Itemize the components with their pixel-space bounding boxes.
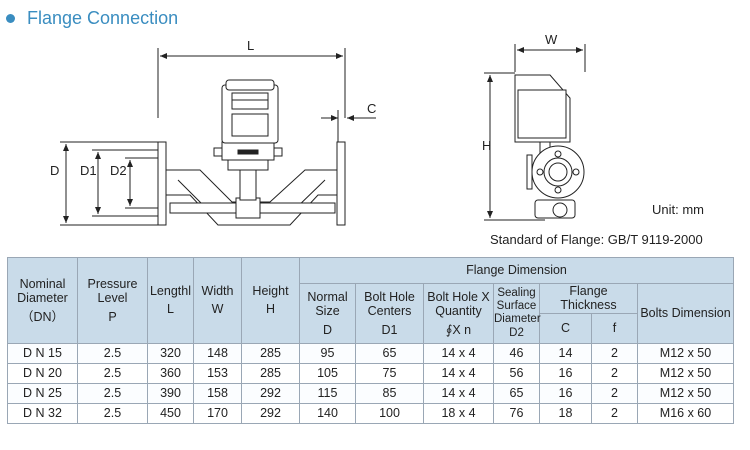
flange-spec-table: Nominal Diameter （DN） Pressure Level P L… [7, 257, 735, 424]
col-normal-size: Normal Size D [299, 283, 356, 344]
flange-standard-note: Standard of Flange: GB/T 9119-2000 [490, 232, 703, 247]
col-flange-f: f [591, 312, 638, 344]
dimension-drawings: L C D D1 D2 W H [50, 32, 586, 226]
section-title: Flange Connection [27, 8, 179, 28]
table-row: D N 15 2.5 320 148 285 95 65 14 x 4 46 1… [7, 342, 735, 364]
unit-note: Unit: mm [652, 202, 704, 217]
label-D2: D2 [110, 163, 127, 178]
col-flange-thickness: Flange Thickness [539, 283, 638, 314]
table-row: D N 32 2.5 450 170 292 140 100 18 x 4 76… [7, 402, 735, 424]
col-flange-c: C [539, 312, 592, 344]
col-sealing-surface: Sealing Surface Diameter D2 [493, 283, 541, 344]
col-nominal-diameter: Nominal Diameter （DN） [7, 257, 78, 344]
col-height: Height H [241, 257, 300, 344]
col-group-flange-dimension: Flange Dimension [298, 257, 735, 284]
col-pressure-level: Pressure Level P [77, 257, 148, 344]
col-width: Width W [193, 257, 242, 344]
table-row: D N 25 2.5 390 158 292 115 85 14 x 4 65 … [7, 382, 735, 404]
col-length: Lengthl L [147, 257, 194, 344]
table-row: D N 20 2.5 360 153 285 105 75 14 x 4 56 … [7, 362, 735, 384]
bullet-icon [6, 14, 15, 23]
col-bolt-hole-quantity: Bolt Hole X Quantity ∮X n [423, 283, 494, 344]
side-view-drawing [484, 44, 586, 221]
label-D: D [50, 163, 59, 178]
label-H: H [482, 138, 491, 153]
label-D1: D1 [80, 163, 97, 178]
front-view-drawing [60, 48, 376, 226]
col-bolts-dimension: Bolts Dimension [636, 283, 735, 344]
label-W: W [545, 32, 558, 47]
label-L: L [247, 38, 254, 53]
section-heading: Flange Connection [6, 8, 178, 29]
label-C: C [367, 101, 376, 116]
col-bolt-hole-centers: Bolt Hole Centers D1 [355, 283, 424, 344]
